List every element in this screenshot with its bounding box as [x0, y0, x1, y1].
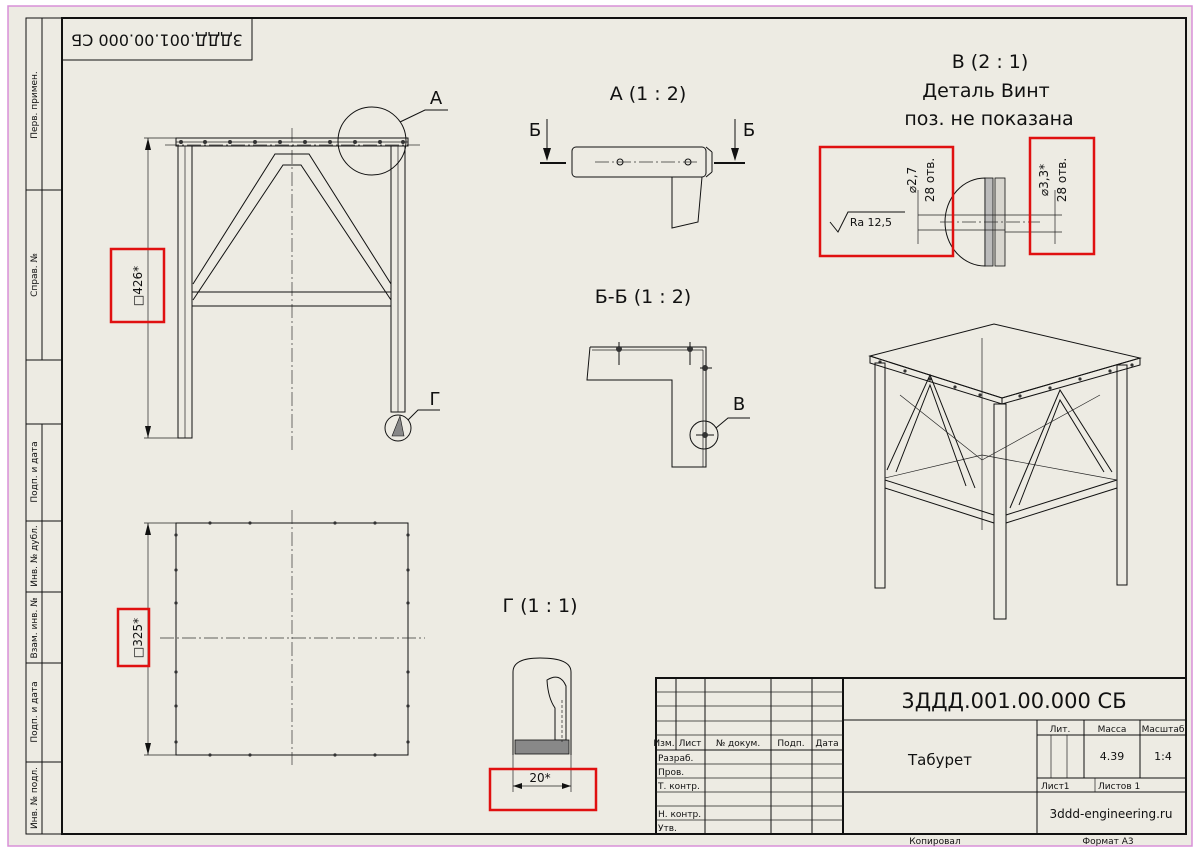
side-label-podp1: Подп. и дата — [30, 441, 40, 502]
tb-col-izm: Изм. — [653, 739, 674, 749]
view-a-title: А (1 : 2) — [610, 83, 687, 105]
highlight-hole-right — [1028, 136, 1096, 256]
tb-lit-label: Лит. — [1050, 725, 1071, 735]
view-v: В (2 : 1) Деталь Винт поз. не показана ⌀… — [818, 51, 1096, 267]
tb-copied: Копировал — [909, 837, 960, 847]
highlight-20 — [488, 767, 598, 812]
front-view: А Г □426* — [109, 88, 448, 450]
callout-a-label: А — [430, 88, 443, 109]
dim-325-label: □325* — [131, 618, 145, 658]
side-label-vzam: Взам. инв. № — [30, 597, 40, 658]
top-view: □325* — [116, 510, 425, 765]
view-v-sub1: Деталь Винт — [922, 80, 1050, 102]
top-code-box — [61, 17, 253, 61]
tb-scale-value: 1:4 — [1154, 750, 1172, 763]
tb-sheet-label: Лист1 — [1041, 782, 1070, 792]
hole-left-dia: ⌀2,7 — [905, 167, 919, 193]
callout-v-label: В — [733, 394, 745, 415]
hole-right-count: 28 отв. — [1055, 158, 1069, 202]
tb-col-data: Дата — [815, 739, 838, 749]
callout-g-label: Г — [430, 389, 441, 410]
side-label-sprav: Справ. № — [30, 253, 40, 297]
callout-a-circle — [337, 106, 407, 176]
highlight-426 — [109, 247, 166, 324]
tb-role-nkontr: Н. контр. — [658, 810, 701, 820]
tb-role-utv: Утв. — [658, 824, 677, 834]
tb-role-prov: Пров. — [658, 768, 684, 778]
side-label-inv-dubl: Инв. № дубл. — [30, 525, 40, 587]
tb-code: 3ДДД.001.00.000 СБ — [901, 689, 1126, 713]
tb-org: 3ddd-engineering.ru — [1050, 807, 1173, 821]
dim-20-label: 20* — [529, 771, 550, 785]
tb-role-razrab: Разраб. — [658, 754, 693, 764]
highlight-hole-left — [818, 145, 955, 258]
view-a: А (1 : 2) Б Б — [529, 83, 755, 229]
isometric-view — [868, 323, 1142, 620]
side-strip — [25, 17, 63, 835]
tb-col-podp: Подп. — [777, 739, 804, 749]
tb-scale-label: Масштаб — [1142, 725, 1185, 735]
section-bb: Б-Б (1 : 2) В — [586, 286, 750, 468]
side-label-inv-podl: Инв. № подл. — [30, 767, 40, 829]
tb-col-dokum: № докум. — [716, 739, 760, 749]
view-v-sub2: поз. не показана — [904, 108, 1073, 130]
tb-name: Табурет — [907, 751, 972, 769]
tb-role-tkontr: Т. контр. — [657, 782, 700, 792]
view-bb-title: Б-Б (1 : 2) — [595, 286, 691, 308]
highlight-325 — [116, 607, 151, 668]
section-mark-left: Б — [529, 120, 541, 141]
roughness-label: Ra 12,5 — [850, 216, 892, 229]
callout-g-circle — [384, 414, 412, 442]
section-mark-right: Б — [743, 120, 755, 141]
side-label-perv: Перв. примен. — [30, 71, 40, 139]
view-g-title: Г (1 : 1) — [502, 595, 577, 617]
dim-426-label: □426* — [131, 266, 145, 306]
tb-mass-label: Масса — [1098, 725, 1127, 735]
top-code-mirrored: 3ДДД.001.00.000 СБ — [71, 31, 243, 50]
hole-right-dia: ⌀3,3* — [1037, 164, 1051, 196]
title-block: Изм. Лист № докум. Подп. Дата Разраб. Пр… — [653, 677, 1187, 847]
callout-v-circle — [689, 420, 719, 450]
view-g: Г (1 : 1) 20* — [488, 595, 598, 812]
tb-mass-value: 4.39 — [1100, 750, 1125, 763]
view-v-title: В (2 : 1) — [952, 51, 1029, 73]
side-label-podp2: Подп. и дата — [30, 681, 40, 742]
tb-col-list: Лист — [679, 739, 702, 749]
tb-sheets-label: Листов 1 — [1098, 782, 1140, 792]
hole-left-count: 28 отв. — [923, 158, 937, 202]
tb-format: Формат А3 — [1082, 837, 1133, 847]
